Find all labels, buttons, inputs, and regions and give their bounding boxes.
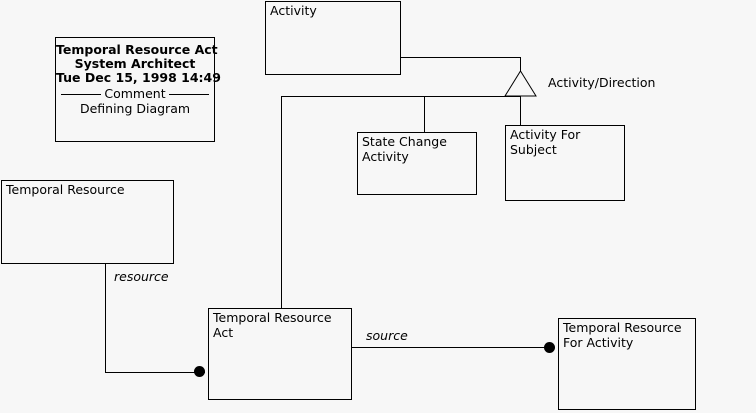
connector-to-state-change-activity [424,96,425,133]
title-comment-text: Defining Diagram [79,101,191,116]
source-aggregation-dot [544,342,555,353]
class-box-temporal-resource-for-activity[interactable]: Temporal Resource For Activity [558,318,696,410]
connector-resource-vertical [105,263,106,373]
class-name-activity: Activity [270,3,317,18]
resource-aggregation-dot [194,366,205,377]
connector-activity-to-generalization-horizontal [400,57,521,58]
class-name-activity-for-subject: Activity For Subject [510,127,581,157]
class-box-state-change-activity[interactable]: State Change Activity [357,132,477,195]
class-name-state-change-activity: State Change Activity [362,134,447,164]
title-line-timestamp: Tue Dec 15, 1998 14:49 [56,70,221,85]
class-name-temporal-resource-act: Temporal Resource Act [213,310,332,340]
divider-rule-right [168,93,209,95]
class-box-activity[interactable]: Activity [265,1,401,75]
divider-rule-left [61,93,102,95]
generalization-label: Activity/Direction [548,75,656,90]
diagram-title-block: Temporal Resource Act System Architect T… [55,37,221,142]
class-box-temporal-resource-act[interactable]: Temporal Resource Act [208,308,352,400]
edge-label-source: source [366,328,408,343]
class-box-activity-for-subject[interactable]: Activity For Subject [505,125,625,201]
comment-caption: Comment [104,86,166,101]
class-name-temporal-resource: Temporal Resource [6,182,125,197]
title-line-author: System Architect [74,56,196,71]
connector-source-horizontal [351,347,554,348]
generalization-triangle-icon [504,70,537,97]
generalization-bar [281,96,521,97]
connector-generalization-bar-to-temporal-resource-act [281,96,282,309]
title-comment-divider: Comment [56,87,214,101]
class-name-temporal-resource-for-activity: Temporal Resource For Activity [563,320,682,350]
connector-to-activity-for-subject [520,96,521,126]
connector-resource-horizontal [105,372,205,373]
title-line-name: Temporal Resource Act [56,42,218,57]
edge-label-resource: resource [114,269,169,284]
class-box-temporal-resource[interactable]: Temporal Resource [1,180,174,264]
connector-activity-to-generalization-vertical [520,57,521,73]
